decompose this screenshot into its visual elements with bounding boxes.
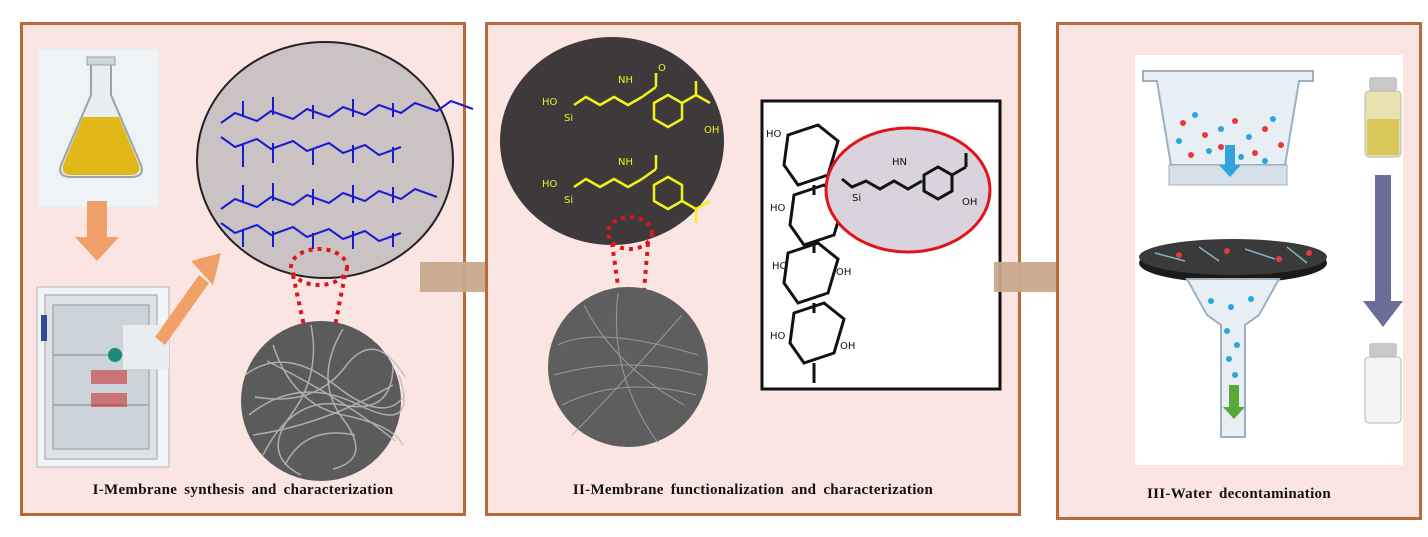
fiber-sem-icon bbox=[548, 287, 708, 447]
process-arrow-diagonal bbox=[155, 253, 221, 345]
vial-icon bbox=[1364, 343, 1402, 424]
panel-1-caption: I-Membrane synthesis and characterizatio… bbox=[92, 482, 394, 498]
incubator-icon bbox=[36, 286, 170, 468]
chain-ho-label-2: HO bbox=[770, 203, 786, 214]
zoom-indicator bbox=[606, 215, 654, 316]
ligand-1-oh-label: OH bbox=[704, 125, 719, 136]
panel-water-decontamination: III-Water decontamination bbox=[1056, 22, 1422, 520]
ligand-2-nh-label: NH bbox=[618, 157, 633, 168]
graft-oh-label: OH bbox=[962, 197, 977, 208]
chain-ho-label-1: HO bbox=[766, 129, 782, 140]
filter-funnel-icon bbox=[1139, 70, 1327, 438]
cellulose-structure-circle bbox=[196, 41, 474, 279]
panel-membrane-functionalization: NH O OH HO Si NH HO Si bbox=[485, 22, 1021, 516]
ligand-2-si-label: Si bbox=[564, 195, 573, 206]
ligand-2-ho-label: HO bbox=[542, 179, 558, 190]
panel-membrane-synthesis: I-Membrane synthesis and characterizatio… bbox=[20, 22, 474, 516]
panel-3-illustration bbox=[1135, 55, 1403, 465]
functionalized-cellulose-box: HO HO HO OH HO OH HN OH Si bbox=[760, 99, 1002, 391]
fiber-sem-icon bbox=[241, 321, 406, 481]
ligand-1-ho-label: HO bbox=[542, 97, 558, 108]
process-arrow-down bbox=[1363, 175, 1403, 327]
graft-si-label: Si bbox=[852, 193, 861, 204]
panel-3-caption: III-Water decontamination bbox=[1147, 486, 1331, 502]
zoom-indicator bbox=[289, 247, 349, 378]
ligand-1-o-label: O bbox=[658, 63, 666, 74]
graft-hn-label: HN bbox=[892, 157, 907, 168]
ligand-1-nh-label: NH bbox=[618, 75, 633, 86]
chain-oh-label-2: OH bbox=[840, 341, 855, 352]
process-arrow-down bbox=[75, 201, 119, 261]
vial-icon bbox=[1364, 77, 1402, 158]
panel-2-illustration: NH O OH HO Si NH HO Si bbox=[500, 37, 1002, 447]
chain-ho-label-3: HO bbox=[772, 261, 788, 272]
chain-ho-label-4: HO bbox=[770, 331, 786, 342]
ligand-1-si-label: Si bbox=[564, 113, 573, 124]
flask-icon bbox=[39, 49, 159, 207]
chain-oh-label-1: OH bbox=[836, 267, 851, 278]
ligand-structure-circle: NH O OH HO Si NH HO Si bbox=[500, 37, 724, 245]
panel-2-caption: II-Membrane functionalization and charac… bbox=[572, 482, 934, 498]
panel-1-illustration bbox=[36, 41, 474, 481]
